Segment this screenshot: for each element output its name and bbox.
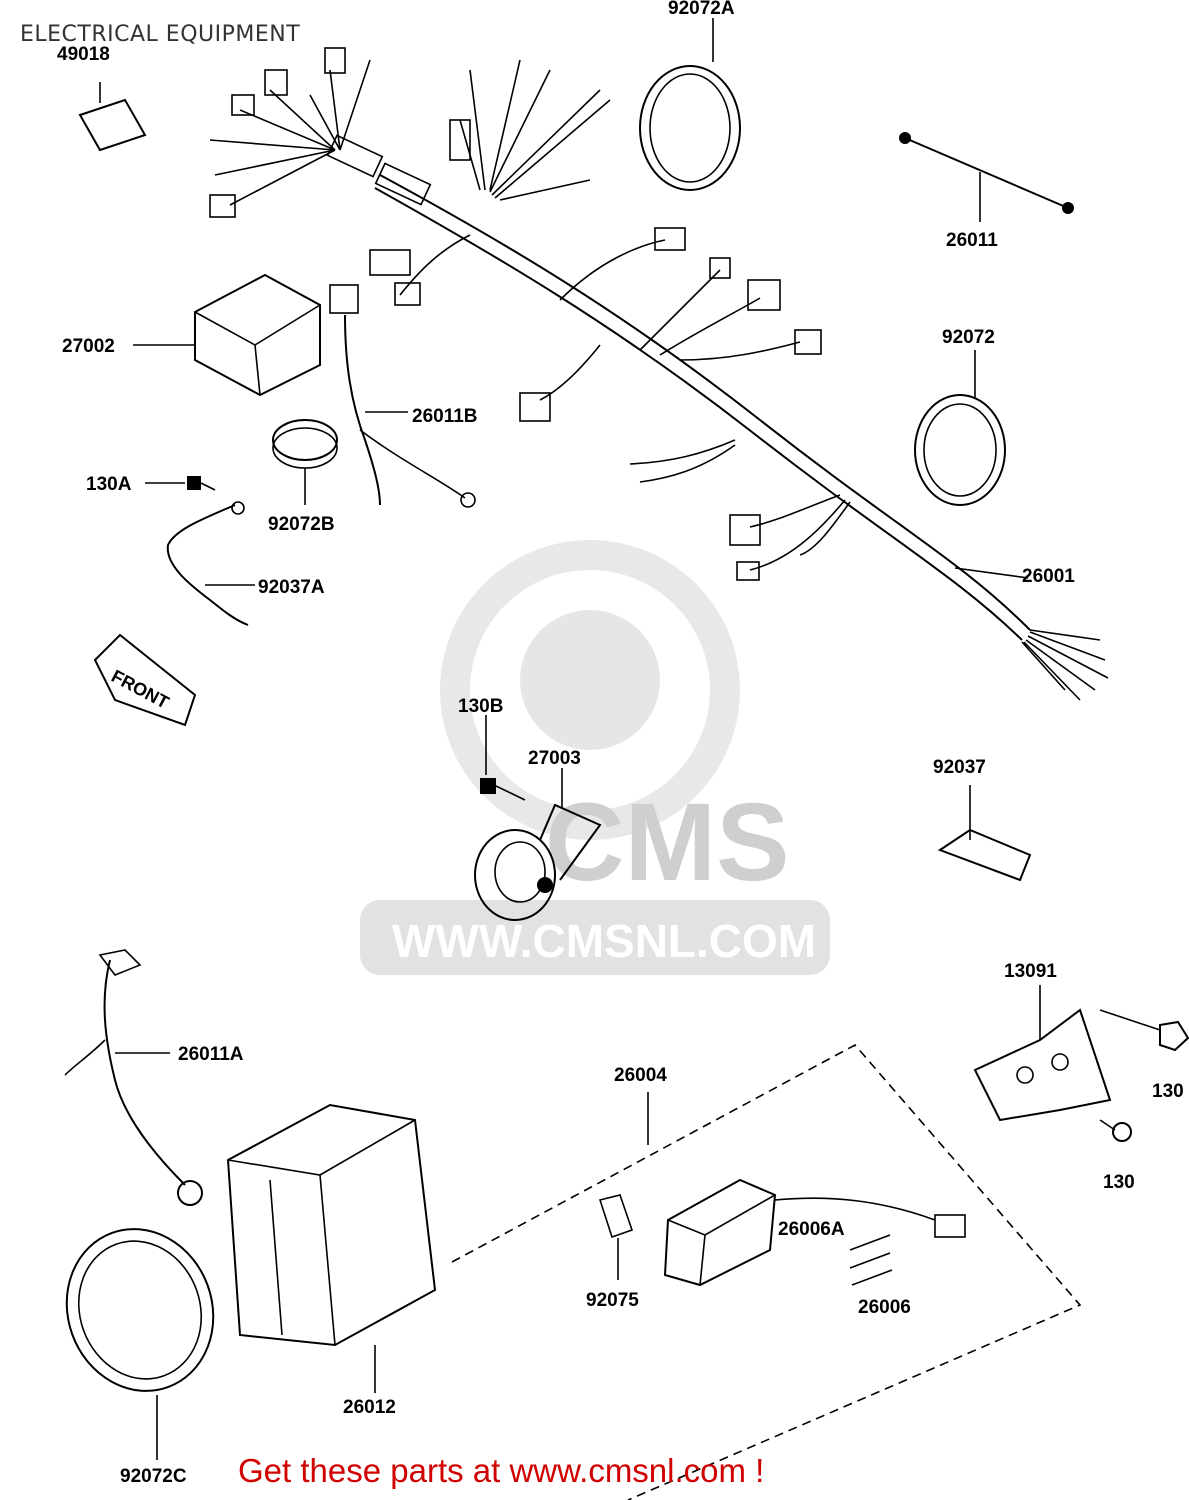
- watermark-logo: CMS WWW.CMSNL.COM: [360, 540, 830, 975]
- label-92037A: 92037A: [258, 577, 325, 598]
- label-92072B: 92072B: [268, 514, 335, 535]
- label-26004: 26004: [614, 1065, 667, 1086]
- cta-link[interactable]: Get these parts at www.cmsnl.com !: [238, 1452, 765, 1489]
- part-92072-band: [914, 350, 1006, 506]
- part-26011-lead: [899, 132, 1074, 222]
- part-130-bolt-upper: [1099, 1009, 1189, 1052]
- label-26001: 26001: [1022, 566, 1075, 587]
- part-92037-clamp: [937, 785, 1032, 882]
- part-13091-bracket: [973, 985, 1112, 1122]
- part-92072B-band: [272, 419, 338, 505]
- label-26012: 26012: [343, 1397, 396, 1418]
- watermark-url: WWW.CMSNL.COM: [392, 915, 816, 967]
- part-92072C-band: [65, 1228, 215, 1460]
- page-title: ELECTRICAL EQUIPMENT: [20, 22, 301, 47]
- part-26011B-lead: [329, 284, 476, 508]
- label-49018: 49018: [57, 44, 110, 65]
- part-92072A-band: [639, 18, 741, 191]
- label-130-upper: 130: [1152, 1081, 1184, 1102]
- part-92037A-clamp: [166, 501, 255, 626]
- watermark-logo-text: CMS: [545, 781, 789, 904]
- front-arrow-sign: FRONT: [93, 633, 197, 727]
- label-130A: 130A: [86, 474, 132, 495]
- label-26011A: 26011A: [178, 1044, 244, 1065]
- label-26006A: 26006A: [778, 1219, 845, 1240]
- label-26011B: 26011B: [412, 406, 478, 427]
- label-13091: 13091: [1004, 961, 1057, 982]
- label-92037: 92037: [933, 757, 986, 778]
- part-130A-bolt: [145, 476, 216, 491]
- part-49018-cap: [78, 82, 147, 152]
- part-26012-battery: [226, 1103, 437, 1393]
- part-26011A-lead: [64, 949, 203, 1206]
- wiring-harness-26001: [209, 47, 1109, 701]
- label-27003: 27003: [528, 748, 581, 769]
- part-27002-relay: [133, 273, 321, 397]
- label-92072C: 92072C: [120, 1466, 187, 1487]
- label-92072: 92072: [942, 327, 995, 348]
- part-130B-bolt: [480, 715, 526, 801]
- part-130-bolt-lower: [1099, 1119, 1132, 1142]
- label-26006: 26006: [858, 1297, 911, 1318]
- label-92072A: 92072A: [668, 0, 735, 19]
- label-130-lower: 130: [1103, 1172, 1135, 1193]
- label-26011: 26011: [946, 230, 998, 251]
- label-27002: 27002: [62, 336, 115, 357]
- front-sign-text: FRONT: [108, 666, 172, 713]
- part-26004-regulator-group: [451, 1043, 1082, 1500]
- label-92075: 92075: [586, 1290, 639, 1311]
- part-27003-horn: [474, 768, 602, 921]
- label-130B: 130B: [458, 696, 503, 717]
